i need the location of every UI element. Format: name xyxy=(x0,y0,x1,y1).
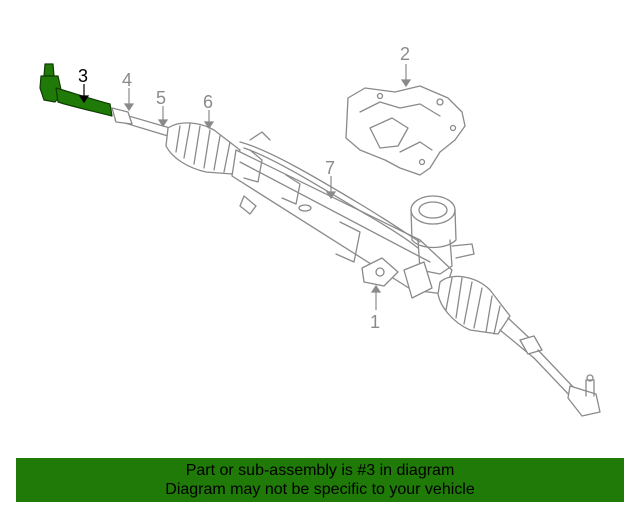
pinion-valve-housing xyxy=(403,195,475,299)
part-3-outer-tie-rod-end[interactable] xyxy=(39,63,113,117)
part-1-rack-housing xyxy=(231,149,453,295)
leader-line-7 xyxy=(325,176,337,200)
outer-tie-rod-end-right xyxy=(567,374,601,417)
callout-3[interactable]: 3 xyxy=(78,66,88,86)
leader-line-3 xyxy=(78,84,90,104)
part-2-heat-shield xyxy=(345,85,466,176)
callout-4: 4 xyxy=(122,70,132,90)
leader-line-1 xyxy=(370,284,382,310)
part-4-jam-nut xyxy=(111,107,133,125)
note-line-1: Part or sub-assembly is #3 in diagram xyxy=(185,462,455,479)
parts-diagram: 1 2 3 4 5 6 7 xyxy=(39,44,601,417)
callout-1: 1 xyxy=(370,312,380,332)
leader-line-2 xyxy=(400,64,412,88)
part-7-pipe xyxy=(239,131,421,249)
note-line-2: Diagram may not be specific to your vehi… xyxy=(165,481,475,498)
callout-7: 7 xyxy=(325,158,335,178)
part-6-boot-left xyxy=(165,122,241,175)
leader-line-4 xyxy=(123,88,135,112)
diagram-note-banner: Part or sub-assembly is #3 in diagram Di… xyxy=(16,458,624,502)
callout-5: 5 xyxy=(156,88,166,108)
leader-line-6 xyxy=(203,110,215,130)
callout-2: 2 xyxy=(400,44,410,64)
boot-right xyxy=(437,275,511,335)
inner-tie-rod-right xyxy=(499,317,577,399)
callout-6: 6 xyxy=(203,92,213,112)
leader-line-5 xyxy=(157,106,169,128)
